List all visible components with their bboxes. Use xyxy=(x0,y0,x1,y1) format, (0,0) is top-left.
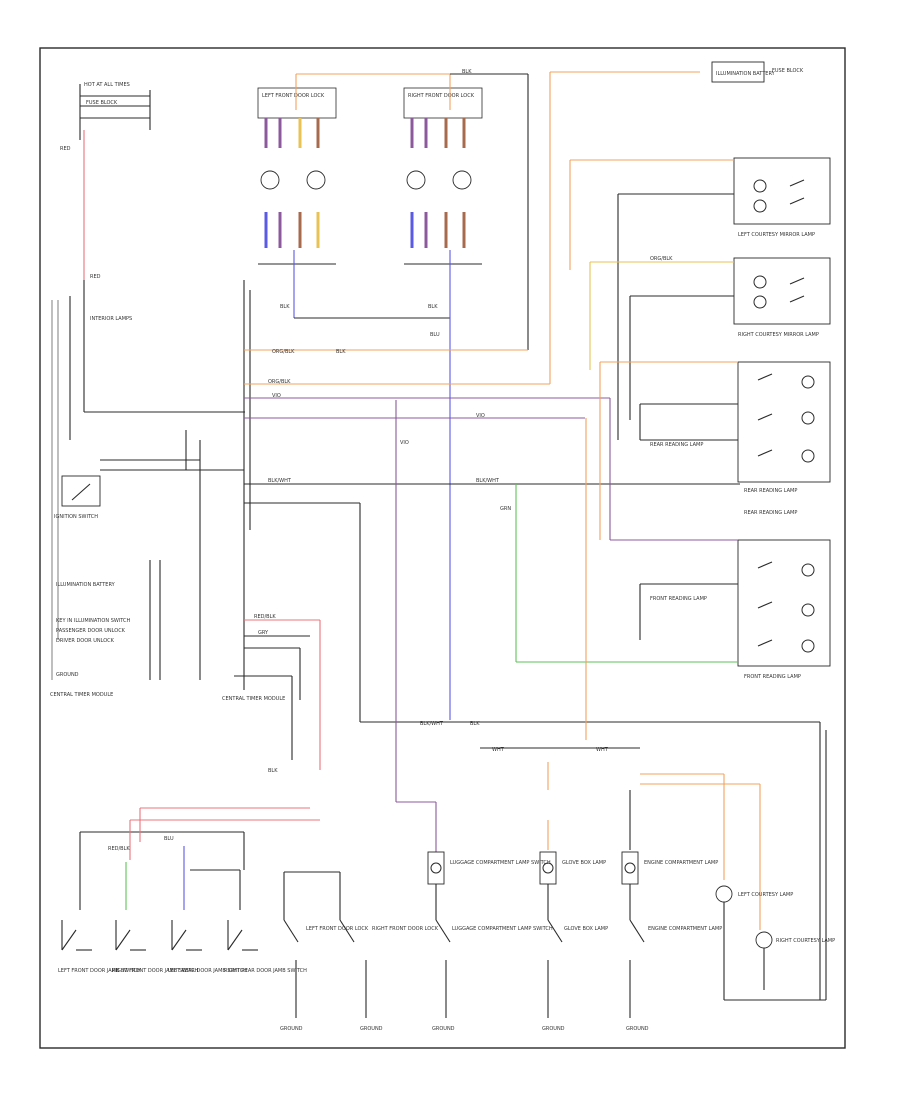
wire-yel-label: ORG/BLK xyxy=(650,256,673,262)
left-courtesy-mirror-lamp-label: LEFT COURTESY MIRROR LAMP xyxy=(738,232,815,238)
glove-box-switch-label: GLOVE BOX LAMP xyxy=(564,926,608,932)
wire-vio-label-2: VIO xyxy=(476,413,485,419)
left-front-door-lock-label: LEFT FRONT DOOR LOCK xyxy=(262,93,325,99)
dome-lamp-fuse-label: INTERIOR LAMPS xyxy=(90,316,132,322)
left-rear-door-jamb-label: LEFT REAR DOOR JAMB SWITCH xyxy=(168,968,247,974)
left-courtesy-lamp-label: LEFT COURTESY LAMP xyxy=(738,892,793,898)
key-switch: IGNITION SWITCH xyxy=(54,430,244,680)
wire-red-blk-label: RED/BLK xyxy=(254,614,276,620)
left-front-door-jamb-label: LEFT FRONT DOOR JAMB SWITCH xyxy=(58,968,141,974)
wire-blk-ground-label: BLK xyxy=(268,768,278,774)
key-in-illumination-label: KEY IN ILLUMINATION SWITCH xyxy=(56,618,131,624)
passenger-door-unlock-label: PASSENGER DOOR UNLOCK xyxy=(56,628,126,634)
right-rear-door-jamb-switch: RIGHT REAR DOOR JAMB SWITCH xyxy=(224,920,307,974)
central-timer-module: ILLUMINATION BATTERY KEY IN ILLUMINATION… xyxy=(50,560,161,698)
glove-box-lamp-label: GLOVE BOX LAMP xyxy=(562,860,606,866)
ignition-block: HOT AT ALL TIMES FUSE BLOCK RED RED INTE… xyxy=(60,82,245,413)
wire-vio-label: VIO xyxy=(272,393,281,399)
left-door-lock-switch-label: LEFT FRONT DOOR LOCK xyxy=(306,926,369,932)
fuse-block-right-label: FUSE BLOCK xyxy=(772,68,804,74)
right-door-lock-switch-label: RIGHT FRONT DOOR LOCK xyxy=(372,926,439,932)
glove-box-lamp: GLOVE BOX LAMP GLOVE BOX LAMP GROUND xyxy=(539,851,608,1032)
right-courtesy-mirror-lamp: RIGHT COURTESY MIRROR LAMP xyxy=(733,257,831,338)
luggage-ground-label: GROUND xyxy=(432,1026,455,1032)
door-lock-left-group: LEFT FRONT DOOR LOCK xyxy=(257,87,337,265)
fuse-block-label: FUSE BLOCK xyxy=(86,100,118,106)
left-front-door-jamb-switch: LEFT FRONT DOOR JAMB SWITCH xyxy=(58,920,141,974)
wire-blk-wht-label-2: BLK/WHT xyxy=(476,478,500,484)
left-rear-reading-lamp-label: REAR READING LAMP xyxy=(650,442,703,448)
left-front-reading-lamp-label: FRONT READING LAMP xyxy=(650,596,707,602)
wire-red-label: RED xyxy=(60,146,71,152)
right-door-lock-ground-label: GROUND xyxy=(360,1026,383,1032)
wire-blk-label-c: BLK xyxy=(336,349,346,355)
central-timer-module-label: CENTRAL TIMER MODULE xyxy=(50,692,113,698)
wire-red-bottom-label: RED/BLK xyxy=(108,846,130,852)
door-lock-right-group: RIGHT FRONT DOOR LOCK xyxy=(403,87,483,265)
luggage-switch-label: LUGGAGE COMPARTMENT LAMP SWITCH xyxy=(452,926,553,932)
illumination-battery-ctm-label: ILLUMINATION BATTERY xyxy=(56,582,116,588)
battery-block: ILLUMINATION BATTERY FUSE BLOCK xyxy=(711,61,804,83)
left-courtesy-mirror-lamp: LEFT COURTESY MIRROR LAMP xyxy=(733,157,831,238)
wire-blk-wht-label: BLK/WHT xyxy=(268,478,292,484)
front-reading-lamp-label: FRONT READING LAMP xyxy=(744,674,801,680)
wire-blk-label-d: BLK xyxy=(470,721,480,727)
rear-reading-lamp: REAR READING LAMP REAR READING LAMP xyxy=(737,361,831,516)
left-door-lock-ground-label: GROUND xyxy=(280,1026,303,1032)
right-rear-door-jamb-label: RIGHT REAR DOOR JAMB SWITCH xyxy=(224,968,307,974)
left-courtesy-lamp: LEFT COURTESY LAMP xyxy=(715,885,793,903)
wire-blu-label: BLU xyxy=(430,332,440,338)
right-door-lock-switch: RIGHT FRONT DOOR LOCK GROUND xyxy=(339,919,439,1032)
wire-red-label-2: RED xyxy=(90,274,101,280)
front-reading-lamp: FRONT READING LAMP xyxy=(737,539,831,680)
driver-door-unlock-label: DRIVER DOOR UNLOCK xyxy=(56,638,115,644)
right-front-door-lock-label: RIGHT FRONT DOOR LOCK xyxy=(408,93,475,99)
right-front-door-jamb-switch: RIGHT FRONT DOOR JAMB SWITCH xyxy=(112,920,199,974)
module-connector-label: CENTRAL TIMER MODULE xyxy=(222,696,285,702)
wire-blk-wht-label-3: BLK/WHT xyxy=(420,721,444,727)
engine-lamp-label: ENGINE COMPARTMENT LAMP xyxy=(644,860,718,866)
rear-reading-lamp-label-2: REAR READING LAMP xyxy=(744,510,797,516)
right-courtesy-lamp: RIGHT COURTESY LAMP xyxy=(755,931,835,949)
wire-org-blk-label: ORG/BLK xyxy=(272,349,295,355)
ground-label: GROUND xyxy=(56,672,79,678)
illumination-battery-label: ILLUMINATION BATTERY xyxy=(716,71,776,77)
wire-blk-label-b: BLK xyxy=(428,304,438,310)
wire-vio-label-3: VIO xyxy=(400,440,409,446)
wire-blu-bottom-label: BLU xyxy=(164,836,174,842)
hot-at-all-times-label: HOT AT ALL TIMES xyxy=(84,82,130,88)
ignition-switch-label: IGNITION SWITCH xyxy=(54,514,98,520)
wire-gry-label: GRY xyxy=(258,630,269,636)
luggage-compartment-lamp: LUGGAGE COMPARTMENT LAMP SWITCH LUGGAGE … xyxy=(427,851,553,1032)
wire-blk-top-label: BLK xyxy=(462,69,472,75)
diagram-border xyxy=(39,47,846,1049)
right-courtesy-lamp-label: RIGHT COURTESY LAMP xyxy=(776,938,835,944)
wire-org-label-2: ORG/BLK xyxy=(268,379,291,385)
engine-compartment-lamp: ENGINE COMPARTMENT LAMP ENGINE COMPARTME… xyxy=(621,851,722,1032)
wire-grn-label: GRN xyxy=(500,506,511,512)
wire-blk-label-a: BLK xyxy=(280,304,290,310)
wire-wht-label-2: WHT xyxy=(596,747,609,753)
wire-wht-label: WHT xyxy=(492,747,505,753)
left-rear-door-jamb-switch: LEFT REAR DOOR JAMB SWITCH xyxy=(168,920,247,974)
glove-box-ground-label: GROUND xyxy=(542,1026,565,1032)
left-door-lock-switch: LEFT FRONT DOOR LOCK GROUND xyxy=(280,919,369,1032)
right-front-door-jamb-label: RIGHT FRONT DOOR JAMB SWITCH xyxy=(112,968,199,974)
engine-ground-label: GROUND xyxy=(626,1026,649,1032)
rear-reading-lamp-label: REAR READING LAMP xyxy=(744,488,797,494)
right-courtesy-mirror-lamp-label: RIGHT COURTESY MIRROR LAMP xyxy=(738,332,819,338)
luggage-lamp-label: LUGGAGE COMPARTMENT LAMP SWITCH xyxy=(450,860,551,866)
engine-switch-label: ENGINE COMPARTMENT LAMP xyxy=(648,926,722,932)
